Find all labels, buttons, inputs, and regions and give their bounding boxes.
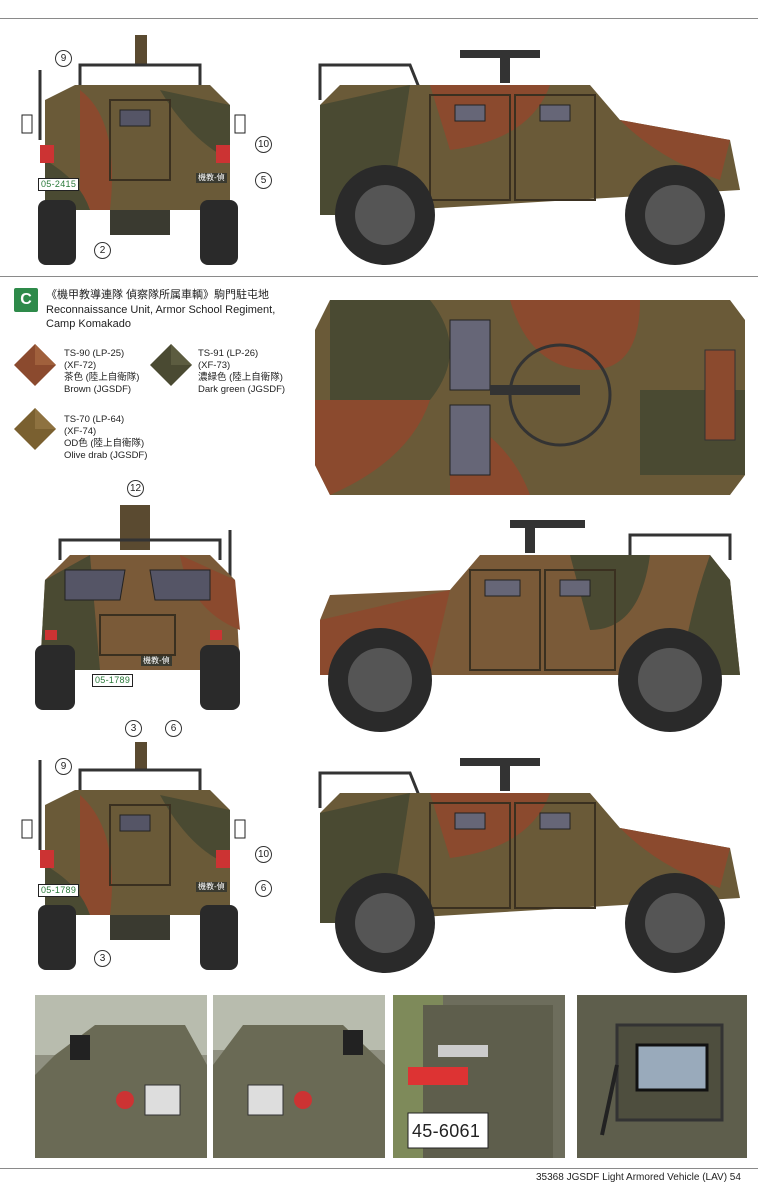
unit-tag-front: 機教-偵: [141, 656, 172, 666]
callout-12: 12: [127, 480, 144, 497]
photo-plate-number: 45-6061: [412, 1121, 481, 1141]
paint-green-jp: 濃緑色 (陸上自衛隊): [198, 372, 283, 383]
paint-brown-en: Brown (JGSDF): [64, 384, 132, 395]
scheme-title-en-line2: Camp Komakado: [46, 318, 131, 330]
callout-6-bottom: 6: [255, 880, 272, 897]
top-view-illustration: [315, 300, 745, 495]
side-view-middle-illustration: [320, 520, 740, 732]
callout-3-bottom: 3: [94, 950, 111, 967]
scheme-badge: C: [14, 288, 38, 312]
paint-swatch-brown: [14, 344, 56, 386]
side-view-bottom-illustration: [318, 758, 740, 973]
paint-brown-alt: (XF-72): [64, 360, 97, 371]
callout-2-top: 2: [94, 242, 111, 259]
plate-top-rear: 05-2415: [38, 178, 80, 191]
paint-swatch-olive-drab: [14, 408, 56, 450]
plate-bottom-rear: 05-1789: [38, 884, 80, 897]
paint-olive-en: Olive drab (JGSDF): [64, 450, 148, 461]
photo-front-right: [213, 995, 385, 1158]
photo-window-hatch: [577, 995, 747, 1158]
callout-9-bottom: 9: [55, 758, 72, 775]
callout-3-middle: 3: [125, 720, 142, 737]
callout-6-middle: 6: [165, 720, 182, 737]
front-view-illustration: [35, 505, 240, 710]
paint-green-alt: (XF-73): [198, 360, 231, 371]
side-view-top-illustration: [318, 50, 740, 265]
rear-view-bottom-illustration: [21, 742, 246, 970]
callout-10-top: 10: [255, 136, 272, 153]
callout-5-top: 5: [255, 172, 272, 189]
photo-front-left: [35, 995, 207, 1158]
paint-olive-jp: OD色 (陸上自衛隊): [64, 438, 145, 449]
top-rule: [0, 18, 758, 19]
paint-swatch-dark-green: [150, 344, 192, 386]
rear-view-top-illustration: [21, 35, 246, 265]
paint-green-en: Dark green (JGSDF): [198, 384, 286, 395]
footer-rule: [0, 1168, 758, 1169]
paint-green-code: TS-91 (LP-26): [198, 348, 259, 359]
paint-olive-code: TS-70 (LP-64): [64, 414, 125, 425]
paint-brown-code: TS-90 (LP-25): [64, 348, 125, 359]
callout-10-bottom: 10: [255, 846, 272, 863]
unit-tag-top: 機教-偵: [196, 173, 227, 183]
callout-9-top: 9: [55, 50, 72, 67]
plate-front: 05-1789: [92, 674, 134, 687]
scheme-title-jp: 《機甲教導連隊 偵察隊所属車輌》駒門駐屯地: [46, 289, 270, 301]
footer-caption: 35368 JGSDF Light Armored Vehicle (LAV) …: [536, 1172, 741, 1183]
section-divider: [0, 276, 758, 277]
unit-tag-bottom: 機教-偵: [196, 882, 227, 892]
paint-olive-alt: (XF-74): [64, 426, 97, 437]
photo-rear-plate: [393, 995, 565, 1158]
paint-brown-jp: 茶色 (陸上自衛隊): [64, 372, 140, 383]
scheme-title-en-line1: Reconnaissance Unit, Armor School Regime…: [46, 304, 276, 316]
